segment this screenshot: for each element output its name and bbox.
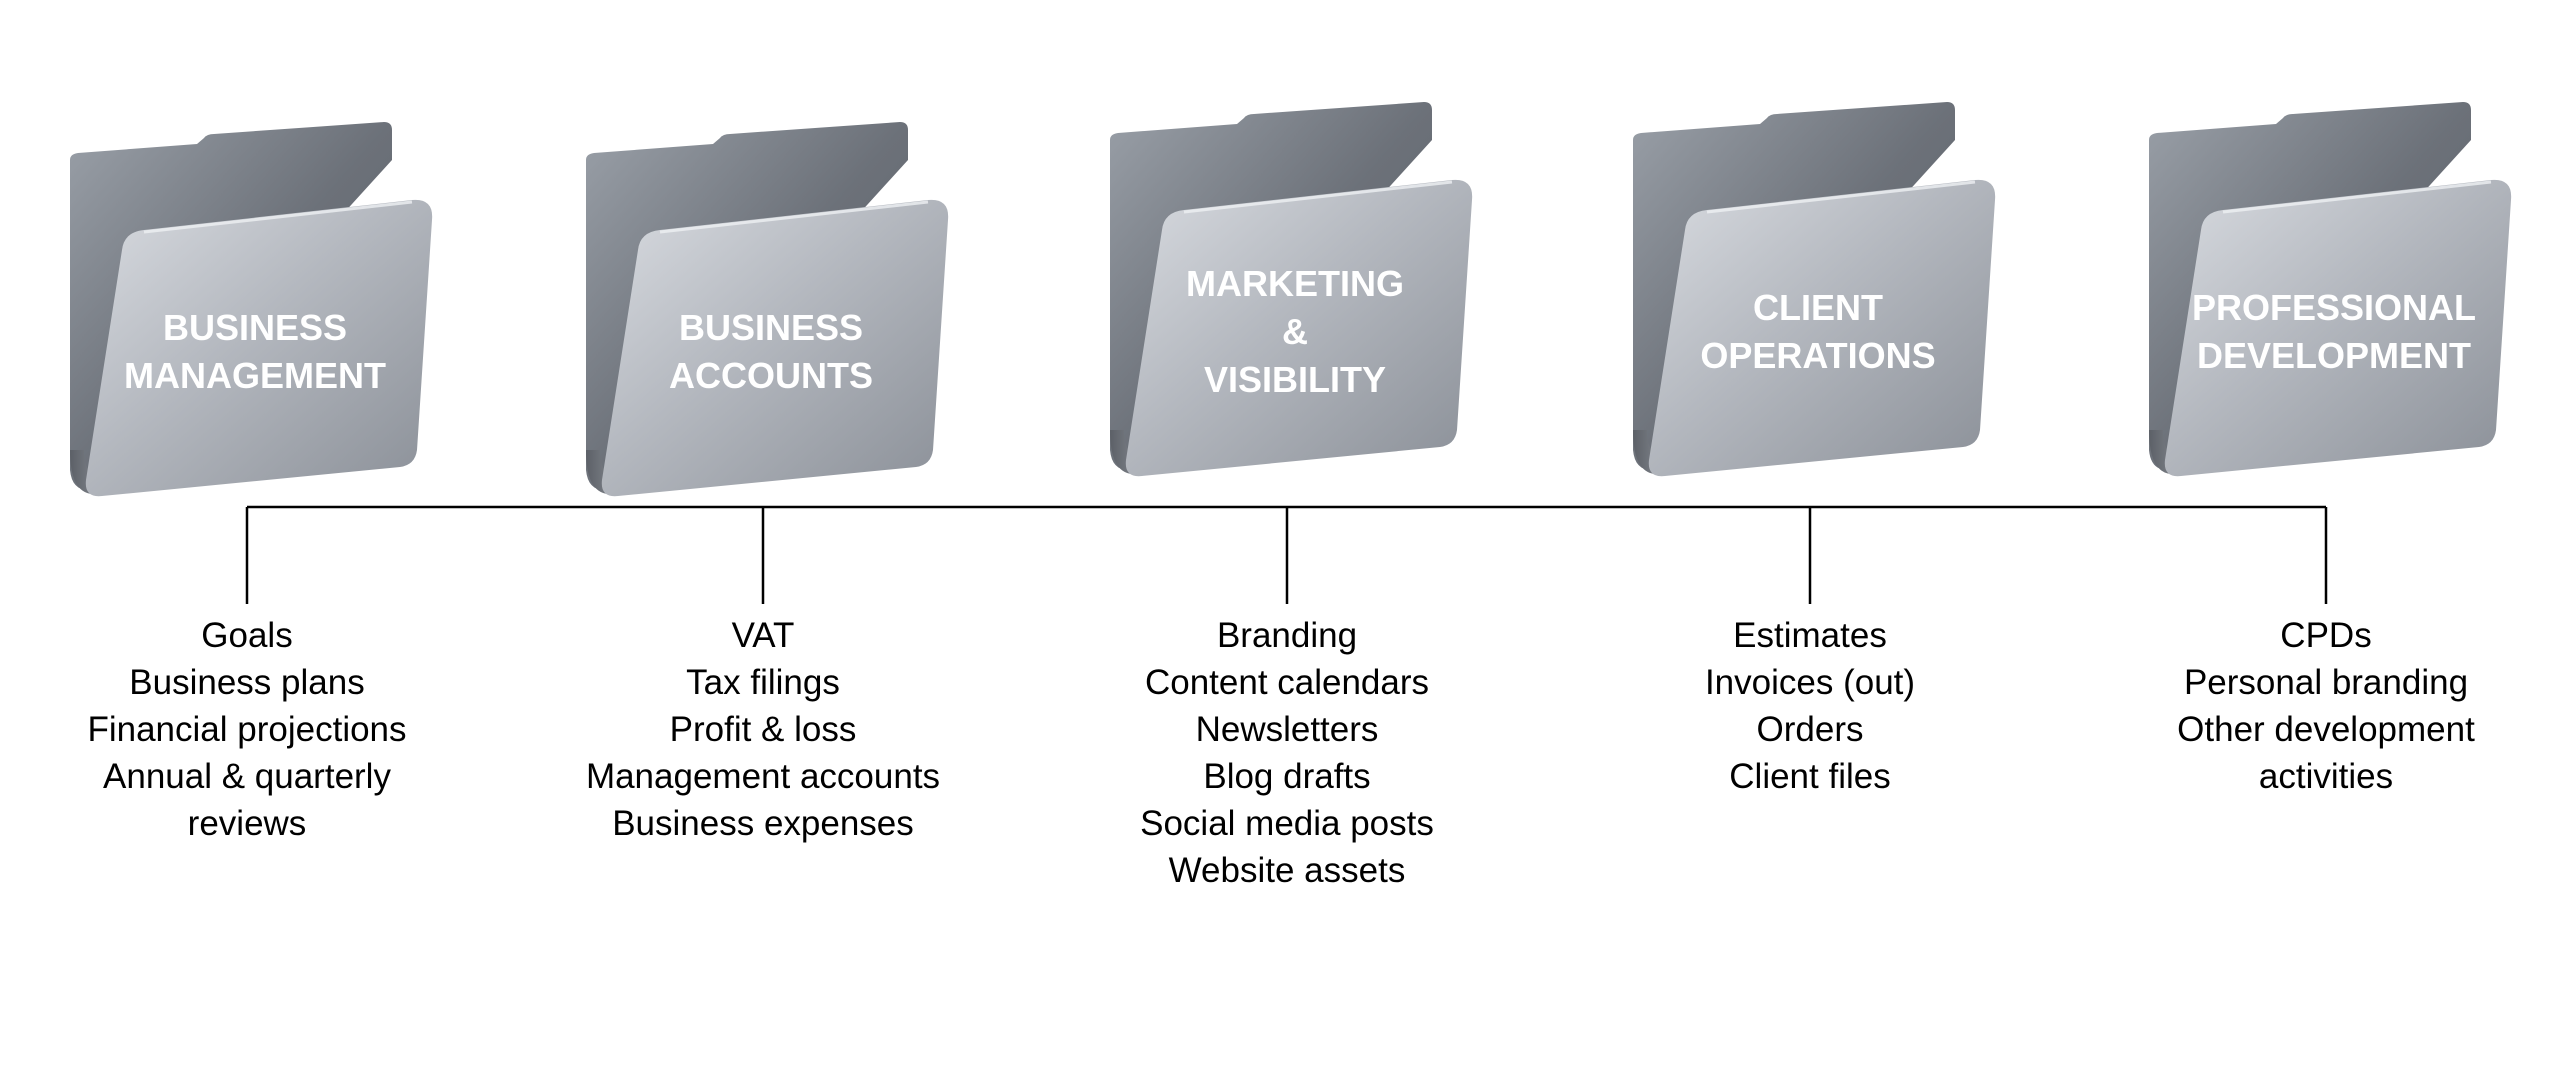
folder-content-item: Management accounts (586, 757, 940, 796)
folder-content-item: Financial projections (87, 710, 406, 749)
folder-content-item: activities (2259, 757, 2393, 796)
folder-title-line: CLIENT (1753, 287, 1883, 328)
folder-highlight (1706, 180, 1976, 214)
folder-title-line: BUSINESS (679, 307, 863, 348)
folder-front-panel (1648, 179, 1996, 477)
folder-content-item: Branding (1217, 616, 1357, 655)
folder-content-item: VAT (732, 616, 795, 655)
folder-content-item: Website assets (1169, 851, 1406, 890)
folder-icon (1633, 102, 1996, 477)
folder-content-item: Newsletters (1196, 710, 1379, 749)
folder-lip (70, 450, 122, 494)
folder-front-panel (2164, 179, 2512, 477)
folder-content-item: Social media posts (1140, 804, 1434, 843)
folder-highlight (1183, 180, 1453, 214)
folder-title-line: VISIBILITY (1204, 359, 1386, 400)
folder-content-item: Annual & quarterly (103, 757, 391, 796)
folder-content-item: Client files (1729, 757, 1890, 796)
folder-title-line: DEVELOPMENT (2197, 335, 2471, 376)
folder-content-item: reviews (188, 804, 307, 843)
folder-front-panel (601, 199, 949, 497)
folder-content-item: CPDs (2280, 616, 2371, 655)
folder-content-item: Invoices (out) (1705, 663, 1915, 702)
folder-content-item: Orders (1757, 710, 1864, 749)
folder-content-item: Tax filings (686, 663, 840, 702)
folder-content-item: Blog drafts (1203, 757, 1370, 796)
folder-title-line: MANAGEMENT (124, 355, 386, 396)
folder-lip (1110, 430, 1162, 474)
folder-title-line: PROFESSIONAL (2192, 287, 2476, 328)
folder-icon (1110, 102, 1473, 477)
folder-title-line: MARKETING (1186, 263, 1404, 304)
folder-highlight (2222, 180, 2492, 214)
folder-content-item: Content calendars (1145, 663, 1429, 702)
folder-highlight (143, 200, 413, 234)
folder-icon (2149, 102, 2512, 477)
folder-lip (586, 450, 638, 494)
folder-content-item: Business expenses (612, 804, 914, 843)
folder-content-item: Personal branding (2184, 663, 2468, 702)
folder-front-panel (1125, 179, 1473, 477)
folder-title-line: & (1282, 311, 1308, 352)
folder-content-item: Other development (2177, 710, 2475, 749)
folder-content-item: Business plans (129, 663, 364, 702)
folder-icon (586, 122, 949, 497)
folder-content-item: Profit & loss (670, 710, 857, 749)
folder-highlight (659, 200, 929, 234)
folder-lip (1633, 430, 1685, 474)
folder-title-line: ACCOUNTS (669, 355, 873, 396)
folder-title-line: OPERATIONS (1700, 335, 1935, 376)
folder-content-item: Estimates (1733, 616, 1887, 655)
folder-front-panel (85, 199, 433, 497)
folder-icon (70, 122, 433, 497)
folder-content-item: Goals (201, 616, 292, 655)
connector-lines (245, 505, 2328, 604)
folder-title-line: BUSINESS (163, 307, 347, 348)
folder-lip (2149, 430, 2201, 474)
